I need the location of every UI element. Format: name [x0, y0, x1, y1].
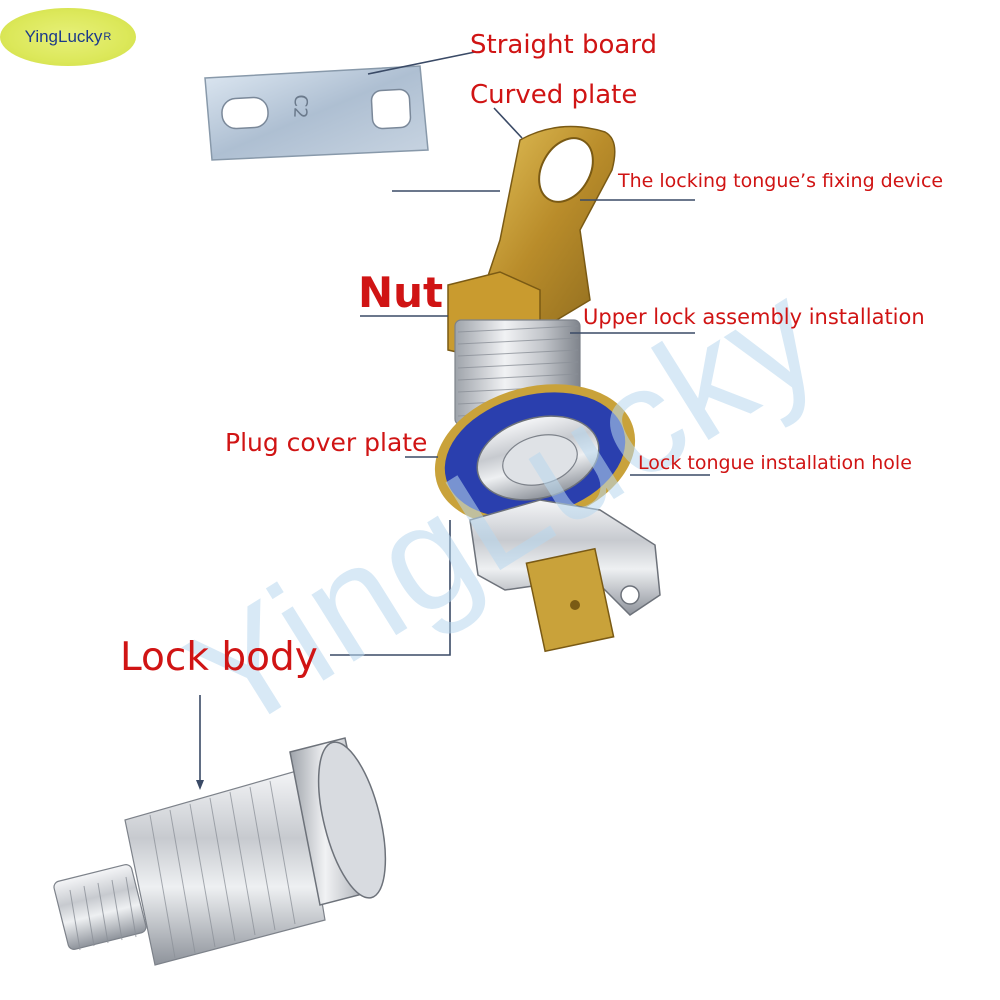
leader-lines: [196, 51, 710, 790]
leader-lock-body: [330, 520, 451, 656]
label-lock-body: Lock body: [120, 635, 318, 680]
label-lock-tongue-hole: Lock tongue installation hole: [638, 452, 912, 474]
straight-board-part: [204, 65, 429, 161]
label-plug-cover-plate: Plug cover plate: [225, 428, 428, 457]
leader-straight-board: [367, 51, 476, 75]
label-curved-plate: Curved plate: [470, 80, 638, 110]
plate-stamp: C2: [289, 94, 311, 119]
brand-name: YingLucky: [24, 27, 103, 46]
label-locking-tongue-fixing: The locking tongue’s fixing device: [618, 170, 944, 192]
label-straight-board: Straight board: [470, 30, 658, 60]
leader-curved-plate: [493, 107, 523, 139]
label-nut: Nut: [358, 268, 444, 317]
registered-mark: R: [103, 31, 112, 43]
arrow-head-icon: [196, 780, 204, 790]
lock-body-part: [53, 737, 387, 966]
key-part: [469, 499, 661, 653]
plug-cover-ring-part: [434, 384, 636, 526]
label-upper-lock-assembly: Upper lock assembly installation: [583, 305, 925, 329]
